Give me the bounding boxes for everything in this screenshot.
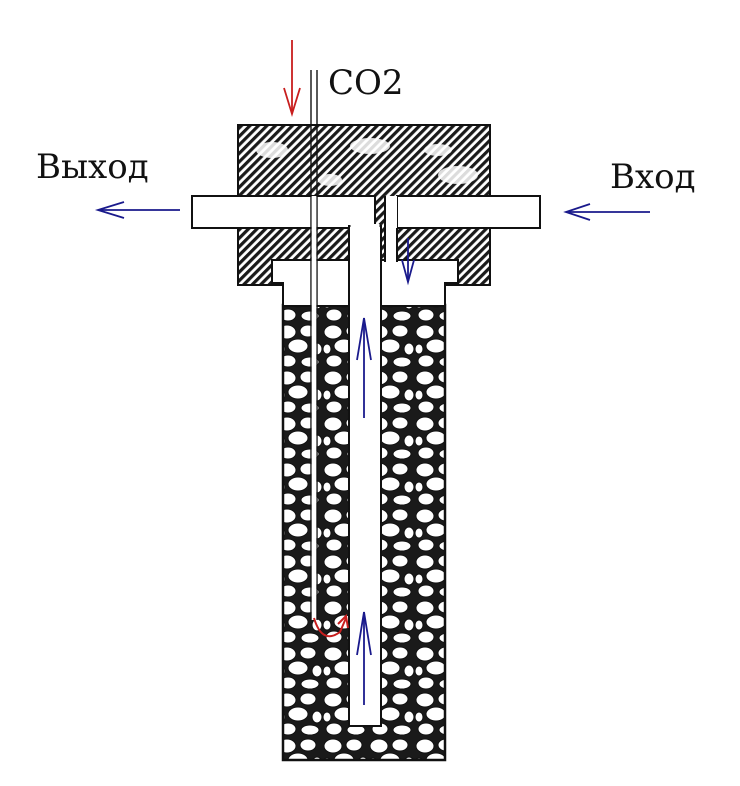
cap-highlight xyxy=(318,174,342,186)
cap-highlight xyxy=(350,138,390,154)
co2-release-arrow xyxy=(313,617,347,638)
tube-joint xyxy=(350,224,380,230)
inlet-pipe xyxy=(396,195,541,229)
inlet-slot xyxy=(385,196,397,262)
outlet-label: Выход xyxy=(36,147,149,187)
horizontal-pipe xyxy=(191,195,376,229)
inlet-label: Вход xyxy=(610,157,696,197)
down-flow-arrow-head xyxy=(401,259,415,286)
co2-arrow-head xyxy=(283,87,301,118)
co2-capillary-fill xyxy=(311,196,317,620)
co2-label: CO2 xyxy=(328,63,404,103)
cap-highlight xyxy=(438,166,478,184)
outlet-arrow-head xyxy=(94,201,125,219)
co2-release-arrow-head xyxy=(337,613,349,629)
cap-highlight xyxy=(424,144,452,156)
inlet-arrow-head xyxy=(563,203,591,221)
cap-highlight xyxy=(256,142,288,158)
up-flow-arrow-lower-head xyxy=(356,611,372,656)
up-flow-arrow-upper-head xyxy=(356,317,372,361)
center-tube xyxy=(348,225,382,727)
